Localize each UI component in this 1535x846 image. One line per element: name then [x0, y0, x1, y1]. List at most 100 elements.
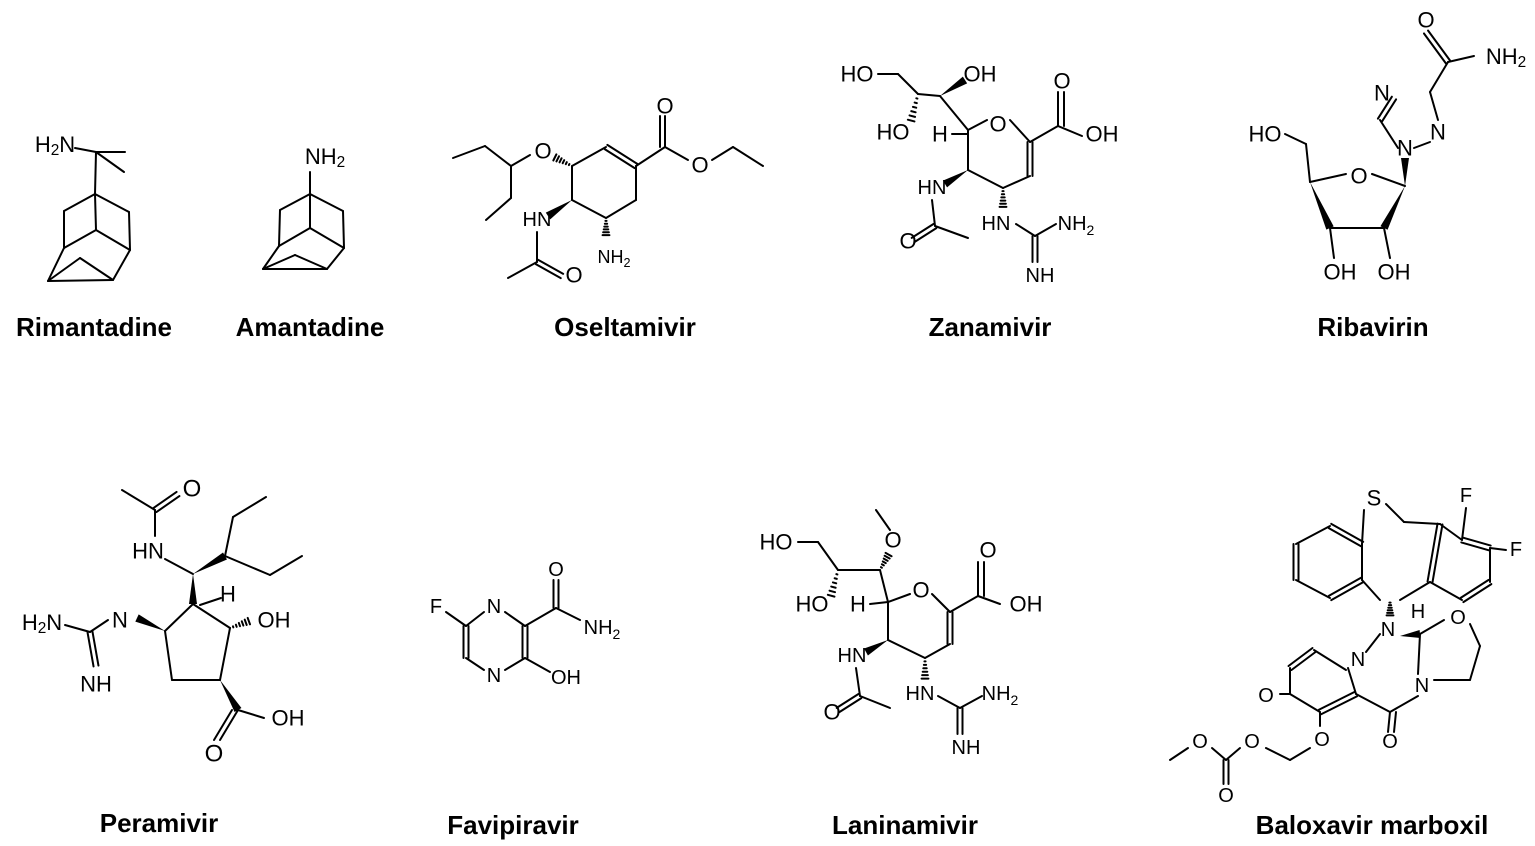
o-amide-label: O [899, 229, 916, 254]
rimantadine-structure: H2N [35, 132, 131, 282]
bond [1431, 523, 1444, 584]
nh2-label: NH2 [584, 617, 621, 642]
bond [47, 279, 114, 282]
n1-label: N [1374, 81, 1390, 106]
bond [63, 193, 96, 212]
oh2-label: OH [1378, 260, 1411, 285]
o-acid-label: O [979, 538, 996, 563]
bond [949, 595, 979, 613]
bond [1327, 576, 1362, 597]
wedge-bond [1401, 158, 1409, 186]
bond [63, 229, 97, 249]
bond [567, 163, 571, 167]
bond [897, 73, 919, 95]
bond [484, 145, 512, 167]
bond [1399, 581, 1431, 601]
bond [121, 489, 156, 511]
bond [1379, 119, 1399, 149]
bond [224, 516, 234, 557]
bond [711, 146, 734, 161]
n1-label: N [1381, 619, 1395, 641]
bond [524, 607, 557, 627]
bond [1460, 541, 1491, 552]
oh-acid-label: OH [1010, 592, 1043, 617]
bond [534, 263, 562, 280]
bond [869, 601, 889, 605]
bond [1309, 173, 1347, 183]
bond [94, 151, 97, 195]
bond [855, 667, 861, 697]
bond [937, 695, 961, 709]
bond [128, 211, 131, 251]
oseltamivir-name: Oseltamivir [554, 312, 696, 342]
bond [465, 657, 485, 671]
wedge-bond [1310, 182, 1334, 230]
bond [262, 254, 296, 270]
wedge-bond [942, 170, 968, 188]
bond [1029, 125, 1059, 143]
bond [342, 210, 345, 249]
baloxavir-marboxil-name: Baloxavir marboxil [1255, 810, 1489, 840]
bond [309, 227, 345, 249]
bond [155, 495, 181, 514]
bond [908, 114, 917, 118]
bond [1371, 173, 1406, 187]
bond [967, 169, 1004, 189]
bond [1447, 55, 1475, 63]
bond [605, 199, 637, 219]
bond [910, 110, 917, 114]
bond [1381, 98, 1398, 123]
oh-acid-label: OH [272, 706, 305, 731]
bond [1295, 525, 1331, 545]
bond [445, 611, 467, 627]
bond [219, 709, 239, 741]
bond [1289, 693, 1321, 713]
bond [1320, 695, 1359, 716]
bond [1419, 619, 1445, 635]
ho-top-label: HO [841, 62, 874, 87]
favipiravir-name: Favipiravir [447, 810, 579, 840]
bond [234, 623, 238, 628]
bond [555, 155, 560, 163]
hn2-label: HN [906, 683, 935, 705]
peramivir-name: Peramivir [99, 808, 219, 838]
ho-mid-label: HO [796, 592, 829, 617]
bond [1461, 507, 1467, 541]
bond [911, 105, 918, 109]
bond [199, 597, 222, 606]
o-acid-label: O [1053, 69, 1070, 94]
bond [817, 541, 839, 571]
wedge-bond [1400, 630, 1421, 638]
o-ketone-label: O [1258, 685, 1274, 707]
o-label: O [183, 476, 202, 503]
wedge-bond [193, 552, 227, 574]
o-methyl-label: O [1192, 731, 1208, 753]
bond [213, 709, 233, 741]
bond [232, 496, 267, 518]
bond [1387, 711, 1391, 733]
ribavirin-name: Ribavirin [1317, 312, 1429, 342]
bond [1365, 633, 1381, 653]
bond [1429, 91, 1439, 121]
bond [1361, 579, 1381, 601]
o-amide-label: O [823, 700, 840, 725]
wedge-bond [864, 640, 888, 656]
bond [564, 161, 568, 166]
ho-top-label: HO [760, 530, 793, 555]
o-amide-label: O [565, 263, 582, 288]
bond [309, 193, 344, 212]
bond [465, 611, 485, 627]
bond [1462, 583, 1493, 604]
bond [1417, 633, 1421, 675]
bond [879, 569, 889, 603]
h-label: H [1411, 601, 1425, 623]
bond [1287, 647, 1314, 667]
bond [1489, 547, 1507, 551]
bond [64, 624, 91, 633]
bond [1330, 522, 1365, 543]
bond [1169, 747, 1189, 761]
bond [906, 118, 916, 123]
wedge-bond [1380, 186, 1405, 230]
o-keto-label: O [1382, 731, 1398, 753]
